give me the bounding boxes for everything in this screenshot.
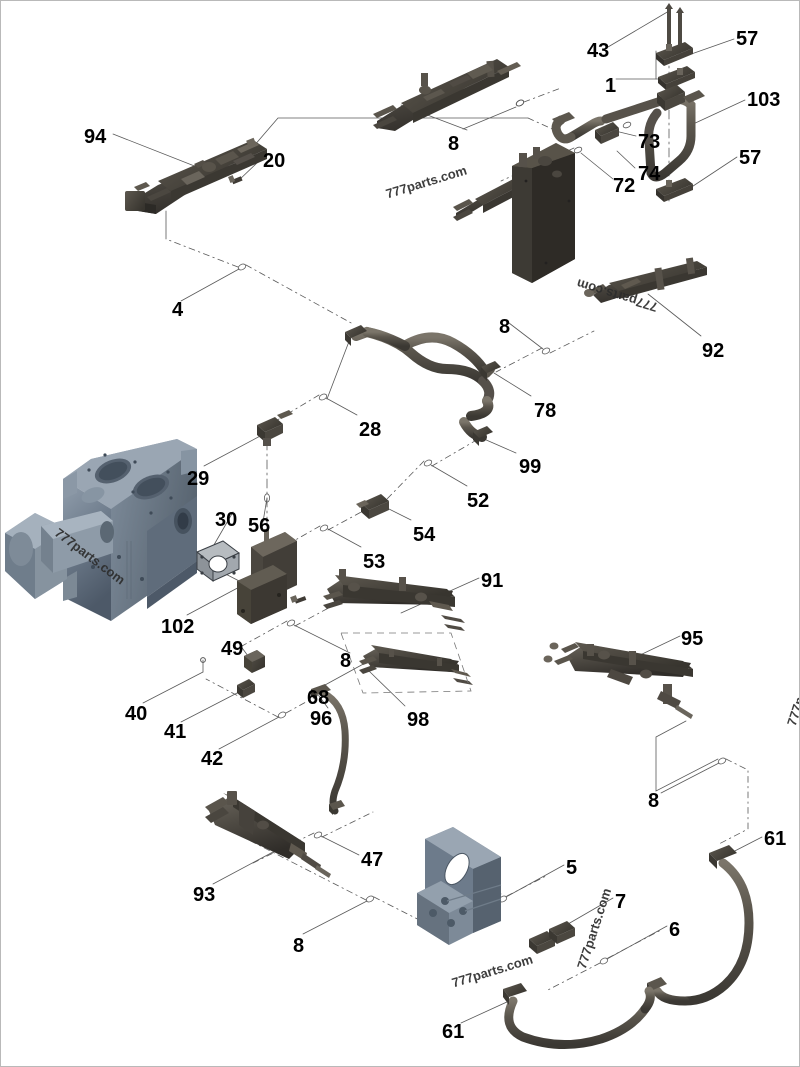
callout-95: 95 [681,628,704,650]
callout-99: 99 [519,456,542,478]
callout-56: 56 [248,515,271,537]
clamp-57-upper [656,42,693,66]
part-102-main-valve-block [5,439,197,621]
part-49-nut [244,650,265,673]
callout-61: 61 [442,1021,465,1043]
callout-53: 53 [363,551,386,573]
part-98-cylinder [359,645,473,685]
callout-8: 8 [648,790,660,812]
callout-28: 28 [359,419,382,441]
part-57-clamps [656,42,695,202]
callout-49: 49 [221,638,244,660]
part-54-adapter [356,494,389,519]
callout-42: 42 [201,748,224,770]
part-center-valve-housing [512,143,575,283]
fittings-72-73-74 [552,85,705,144]
callout-91: 91 [481,570,504,592]
part-93-cylinder [205,791,331,878]
hose-end-fittings [345,325,501,446]
callout-96: 96 [310,708,333,730]
part-29-elbow [257,410,293,446]
part-8-manifold-top [373,59,521,131]
callout-30: 30 [215,509,238,531]
callout-78: 78 [534,400,557,422]
callout-41: 41 [164,721,187,743]
part-lifting-lug [417,827,502,945]
callout-8: 8 [293,935,305,957]
callout-7: 7 [615,891,627,913]
callout-94: 94 [84,126,107,148]
callout-102: 102 [161,616,195,638]
callout-72: 72 [613,175,636,197]
part-103-hose-assembly [551,94,696,182]
clamp-57-lower [656,178,693,202]
part-95-cylinder [543,642,693,719]
callout-93: 93 [193,884,216,906]
part-61-hose-bottom [504,986,655,1050]
part-94-manifold [125,137,267,214]
part-96-hose [319,689,349,815]
callout-57: 57 [739,147,762,169]
clamp-57-middle [658,66,695,90]
part-30-gasket [196,540,240,582]
callout-29: 29 [187,468,210,490]
callout-73: 73 [638,131,661,153]
part-42-sleeve [200,657,255,698]
hose-61-right-ends [647,845,737,997]
callout-5: 5 [566,857,578,879]
callout-20: 20 [263,150,286,172]
callout-92: 92 [702,340,725,362]
callout-43: 43 [587,40,610,62]
callout-8: 8 [448,133,460,155]
assembly-envelope-68 [340,632,472,694]
part-96-hose-ends [311,684,345,815]
hose-61-bottom-ends [503,983,527,1005]
part-92-cylinder [584,257,707,303]
callout-74: 74 [638,163,661,185]
part-56-solenoid-valve [237,529,307,624]
callout-98: 98 [407,709,430,731]
callout-8: 8 [340,650,352,672]
part-61-hose-right [652,858,754,1006]
callout-103: 103 [747,89,781,111]
phantom-markers [515,99,525,107]
callout-54: 54 [413,524,436,546]
callout-8: 8 [499,316,511,338]
callout-52: 52 [467,490,490,512]
callout-68: 68 [307,687,330,709]
callout-40: 40 [125,703,148,725]
callout-6: 6 [669,919,681,941]
part-91-cylinder [323,569,465,631]
callout-4: 4 [172,299,184,321]
part-43-1-pins [665,3,684,47]
part-5-7-adapters [529,921,575,954]
callout-1: 1 [605,75,617,97]
callout-61: 61 [764,828,787,850]
callout-57: 57 [736,28,759,50]
callout-47: 47 [361,849,384,871]
part-20-bolt [228,175,243,185]
